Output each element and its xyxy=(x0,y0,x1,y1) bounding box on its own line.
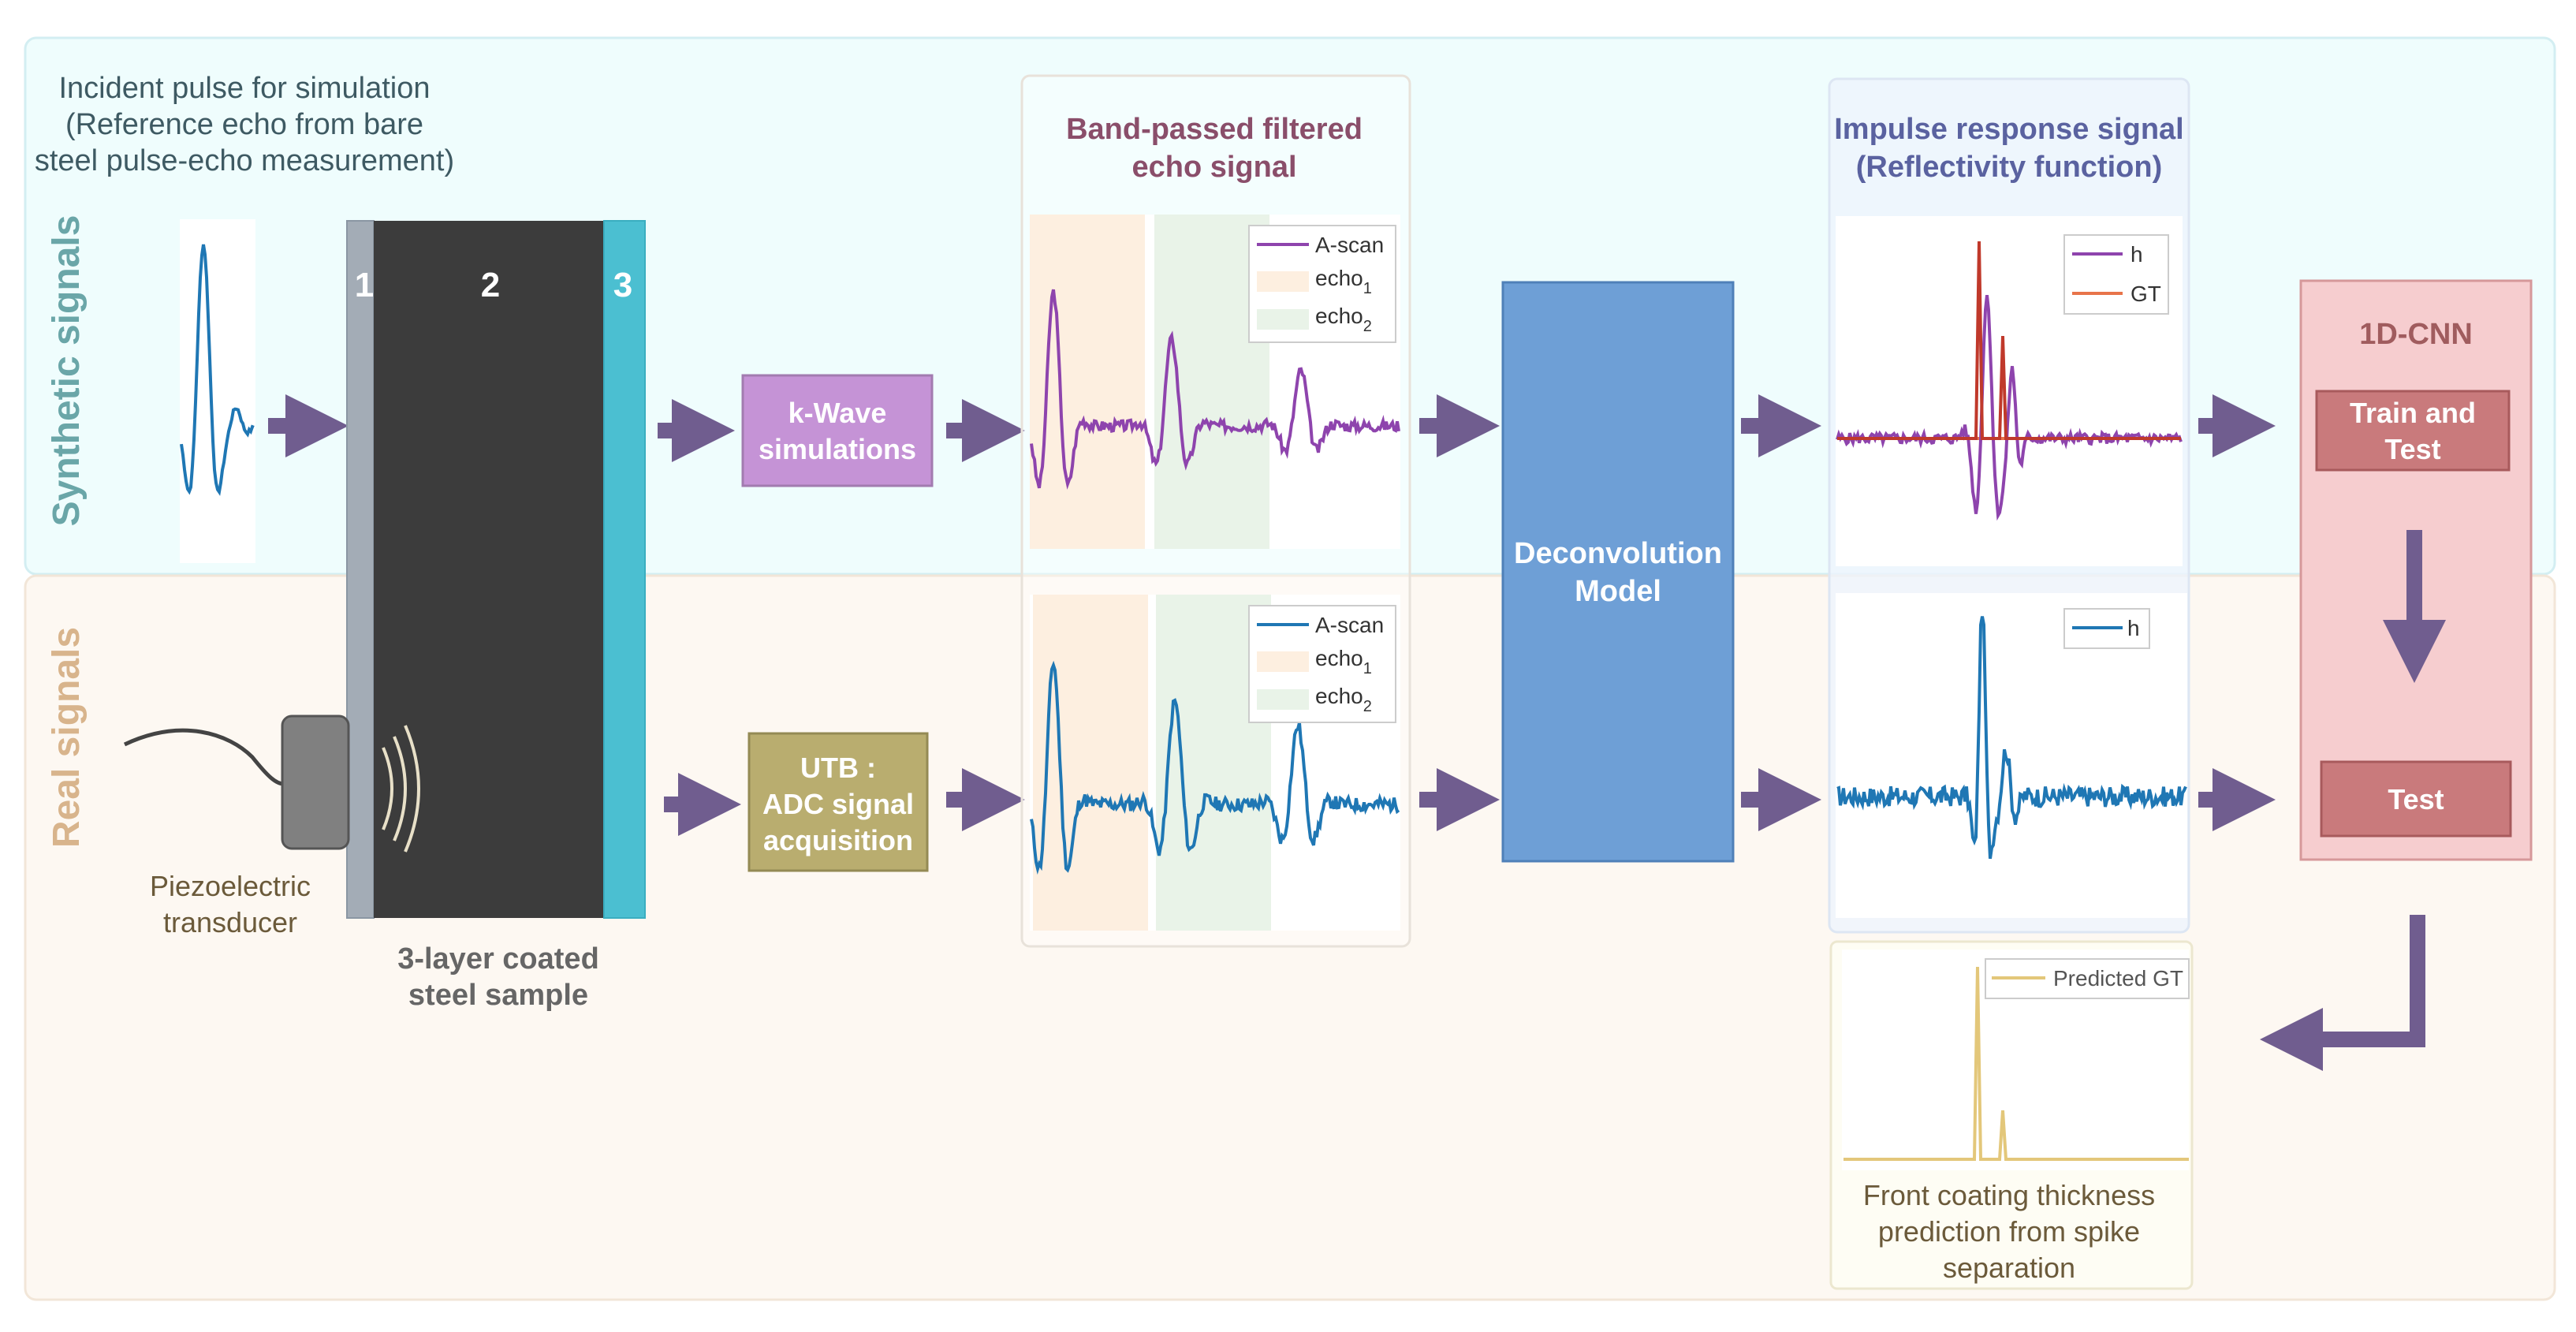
incident-caption-line3: steel pulse-echo measurement) xyxy=(35,144,454,177)
ultrasound-wave-arc-2 xyxy=(393,736,407,841)
sample-layer-1 xyxy=(346,220,375,919)
real-legend-echo1: echo1 xyxy=(1315,646,1372,677)
predicted-gt-spikes xyxy=(1843,966,2189,1161)
deconv-label-line1: Deconvolution xyxy=(1514,537,1722,570)
prediction-caption-line3: separation xyxy=(1943,1252,2075,1284)
kwave-label-line1: k-Wave xyxy=(788,397,887,429)
impulse-title-line1: Impulse response signal xyxy=(1834,113,2183,146)
incident-caption-line1: Incident pulse for simulation xyxy=(58,72,430,105)
transducer-caption-line1: Piezoelectric xyxy=(150,870,311,902)
utb-label-line1: UTB : xyxy=(800,752,876,784)
sample-layer-2-label: 2 xyxy=(481,266,500,304)
synthetic-ascan-legend: A-scan echo1 echo2 xyxy=(1248,225,1396,343)
real-impulse-waveform xyxy=(1836,616,2187,860)
prediction-caption-line1: Front coating thickness xyxy=(1863,1179,2155,1211)
prediction-legend-label: Predicted GT xyxy=(2053,966,2183,991)
kwave-label-line2: simulations xyxy=(759,433,916,465)
bandpass-title-line1: Band-passed filtered xyxy=(1066,113,1363,146)
cnn-train-line1: Train and xyxy=(2350,397,2476,429)
real-ascan-legend: A-scan echo1 echo2 xyxy=(1248,605,1396,723)
cnn-test-box xyxy=(2320,760,2512,838)
kwave-simulation-box xyxy=(741,374,934,487)
arrow-cnn-to-prediction xyxy=(2260,915,2425,1071)
sample-caption-line2: steel sample xyxy=(408,979,588,1012)
utb-label-line2: ADC signal xyxy=(762,788,914,820)
ultrasound-wave-arc-3 xyxy=(404,725,420,853)
bandpass-title-line2: echo signal xyxy=(1131,151,1296,184)
sample-layer-2 xyxy=(374,221,604,918)
sample-layer-3 xyxy=(603,220,646,919)
real-impulse-legend: h xyxy=(2063,608,2150,649)
synthetic-legend-echo2: echo2 xyxy=(1315,304,1372,335)
real-echo1-band xyxy=(1033,595,1148,931)
cnn-title: 1D-CNN xyxy=(2359,318,2473,351)
synthetic-impulse-legend: h GT xyxy=(2063,234,2169,315)
synthetic-ascan-waveform xyxy=(1030,289,1400,490)
synthetic-legend-ascan: A-scan xyxy=(1315,233,1384,257)
prediction-caption-line2: prediction from spike xyxy=(1878,1215,2140,1248)
synthetic-legend-echo1: echo1 xyxy=(1315,266,1372,297)
transducer-cable xyxy=(123,728,285,786)
utb-acquisition-box xyxy=(747,732,929,872)
ultrasound-wave-arc-1 xyxy=(382,747,393,830)
synthetic-echo1-band xyxy=(1030,215,1145,549)
deconv-label-line2: Model xyxy=(1575,575,1661,608)
real-ascan-waveform xyxy=(1030,660,1400,875)
sample-layer-1-label: 1 xyxy=(355,266,374,304)
deconvolution-model-box xyxy=(1501,281,1735,863)
cnn-test-label: Test xyxy=(2388,783,2444,815)
sample-caption-line1: 3-layer coated xyxy=(397,942,599,976)
cnn-train-line2: Test xyxy=(2384,433,2440,465)
utb-label-line3: acquisition xyxy=(763,824,913,856)
impulse-title-line2: (Reflectivity function) xyxy=(1856,151,2162,184)
incident-pulse-waveform xyxy=(180,244,255,496)
real-legend-ascan: A-scan xyxy=(1315,613,1384,637)
transducer-body xyxy=(281,715,350,850)
synthetic-row-label: Synthetic signals xyxy=(46,215,88,527)
synthetic-legend-h: h xyxy=(2131,242,2143,267)
incident-pulse-panel xyxy=(180,219,255,563)
real-legend-echo2: echo2 xyxy=(1315,684,1372,715)
real-row-label: Real signals xyxy=(46,627,88,848)
sample-layer-3-label: 3 xyxy=(613,266,632,304)
real-legend-h: h xyxy=(2127,616,2140,640)
synthetic-gt-spikes xyxy=(1837,241,2181,440)
incident-caption-line2: (Reference echo from bare xyxy=(65,108,423,141)
cnn-train-test-box xyxy=(2315,390,2511,472)
synthetic-legend-gt: GT xyxy=(2131,282,2161,306)
prediction-legend: Predicted GT xyxy=(1985,958,2190,999)
transducer-caption-line2: transducer xyxy=(163,906,297,938)
